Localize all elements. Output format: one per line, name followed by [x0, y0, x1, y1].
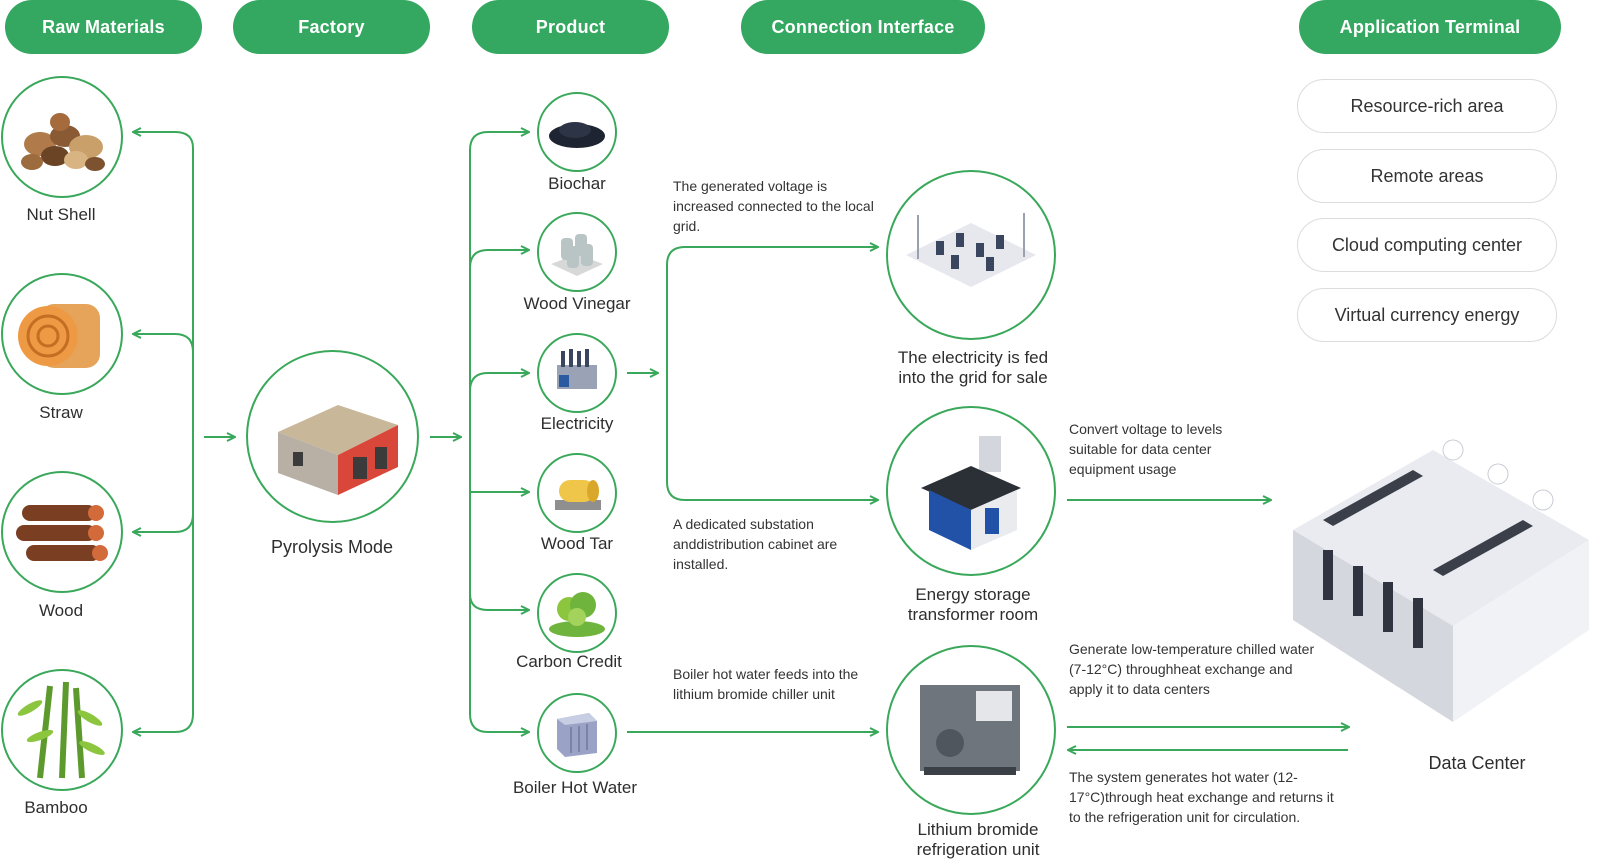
header-product: Product	[472, 0, 669, 54]
terminal-item: Resource-rich area	[1297, 79, 1557, 133]
raw-material-label: Nut Shell	[26, 205, 96, 224]
product-label: Wood Tar	[540, 534, 614, 553]
product-label: Carbon Credit	[516, 652, 622, 671]
factory-image	[246, 350, 419, 523]
wood-tar-image	[537, 453, 617, 533]
raw-material-label: Straw	[39, 403, 83, 422]
nut-shell-image	[1, 76, 123, 198]
product-label: Boiler Hot Water	[512, 778, 638, 797]
data-center-image	[1283, 430, 1599, 730]
product-label: Electricity	[540, 414, 614, 433]
grid-note: The generated voltage is increased conne…	[673, 178, 874, 234]
biochar-image	[537, 92, 617, 172]
chiller-label: Lithium bromide refrigeration unit	[880, 820, 1076, 860]
terminal-item: Cloud computing center	[1297, 218, 1557, 272]
raw-material-label: Wood	[38, 601, 84, 620]
electricity-image	[537, 333, 617, 413]
header-connection-interface: Connection Interface	[741, 0, 985, 54]
header-factory: Factory	[233, 0, 430, 54]
straw-image	[1, 273, 123, 395]
wood-vinegar-image	[537, 212, 617, 292]
grid-label: The electricity is fed into the grid for…	[875, 348, 1071, 388]
terminal-item: Virtual currency energy	[1297, 288, 1557, 342]
storage-label-line1: Energy storage	[915, 585, 1031, 604]
grid-label-line2: into the grid for sale	[898, 368, 1048, 387]
factory-label: Pyrolysis Mode	[270, 537, 394, 557]
carbon-credit-image	[537, 573, 617, 653]
terminal-item: Remote areas	[1297, 149, 1557, 203]
bamboo-image	[1, 669, 123, 791]
grid-label-line1: The electricity is fed	[897, 348, 1049, 367]
storage-note: A dedicated substation anddistribution c…	[673, 516, 838, 572]
chiller-unit-image	[886, 645, 1056, 815]
chilled-water-note: Generate low-temperature chilled water (…	[1069, 641, 1315, 697]
product-label: Wood Vinegar	[523, 294, 631, 313]
raw-material-label: Bamboo	[24, 798, 88, 817]
substation-grid-image	[886, 170, 1056, 340]
product-label: Biochar	[548, 174, 606, 193]
return-water-note: The system generates hot water (12-17°C)…	[1069, 769, 1334, 825]
data-center-label: Data Center	[1428, 753, 1526, 773]
header-application-terminal: Application Terminal	[1299, 0, 1561, 54]
chiller-label-line1: Lithium bromide	[917, 820, 1039, 839]
storage-output-note: Convert voltage to levels suitable for d…	[1069, 421, 1223, 477]
storage-label: Energy storage transformer room	[875, 585, 1071, 625]
wood-image	[1, 471, 123, 593]
storage-label-line2: transformer room	[907, 605, 1039, 624]
header-raw-materials: Raw Materials	[5, 0, 202, 54]
energy-storage-image	[886, 406, 1056, 576]
chiller-label-line2: refrigeration unit	[916, 840, 1040, 859]
chiller-note: Boiler hot water feeds into the lithium …	[673, 666, 859, 702]
boiler-hot-water-image	[537, 693, 617, 773]
